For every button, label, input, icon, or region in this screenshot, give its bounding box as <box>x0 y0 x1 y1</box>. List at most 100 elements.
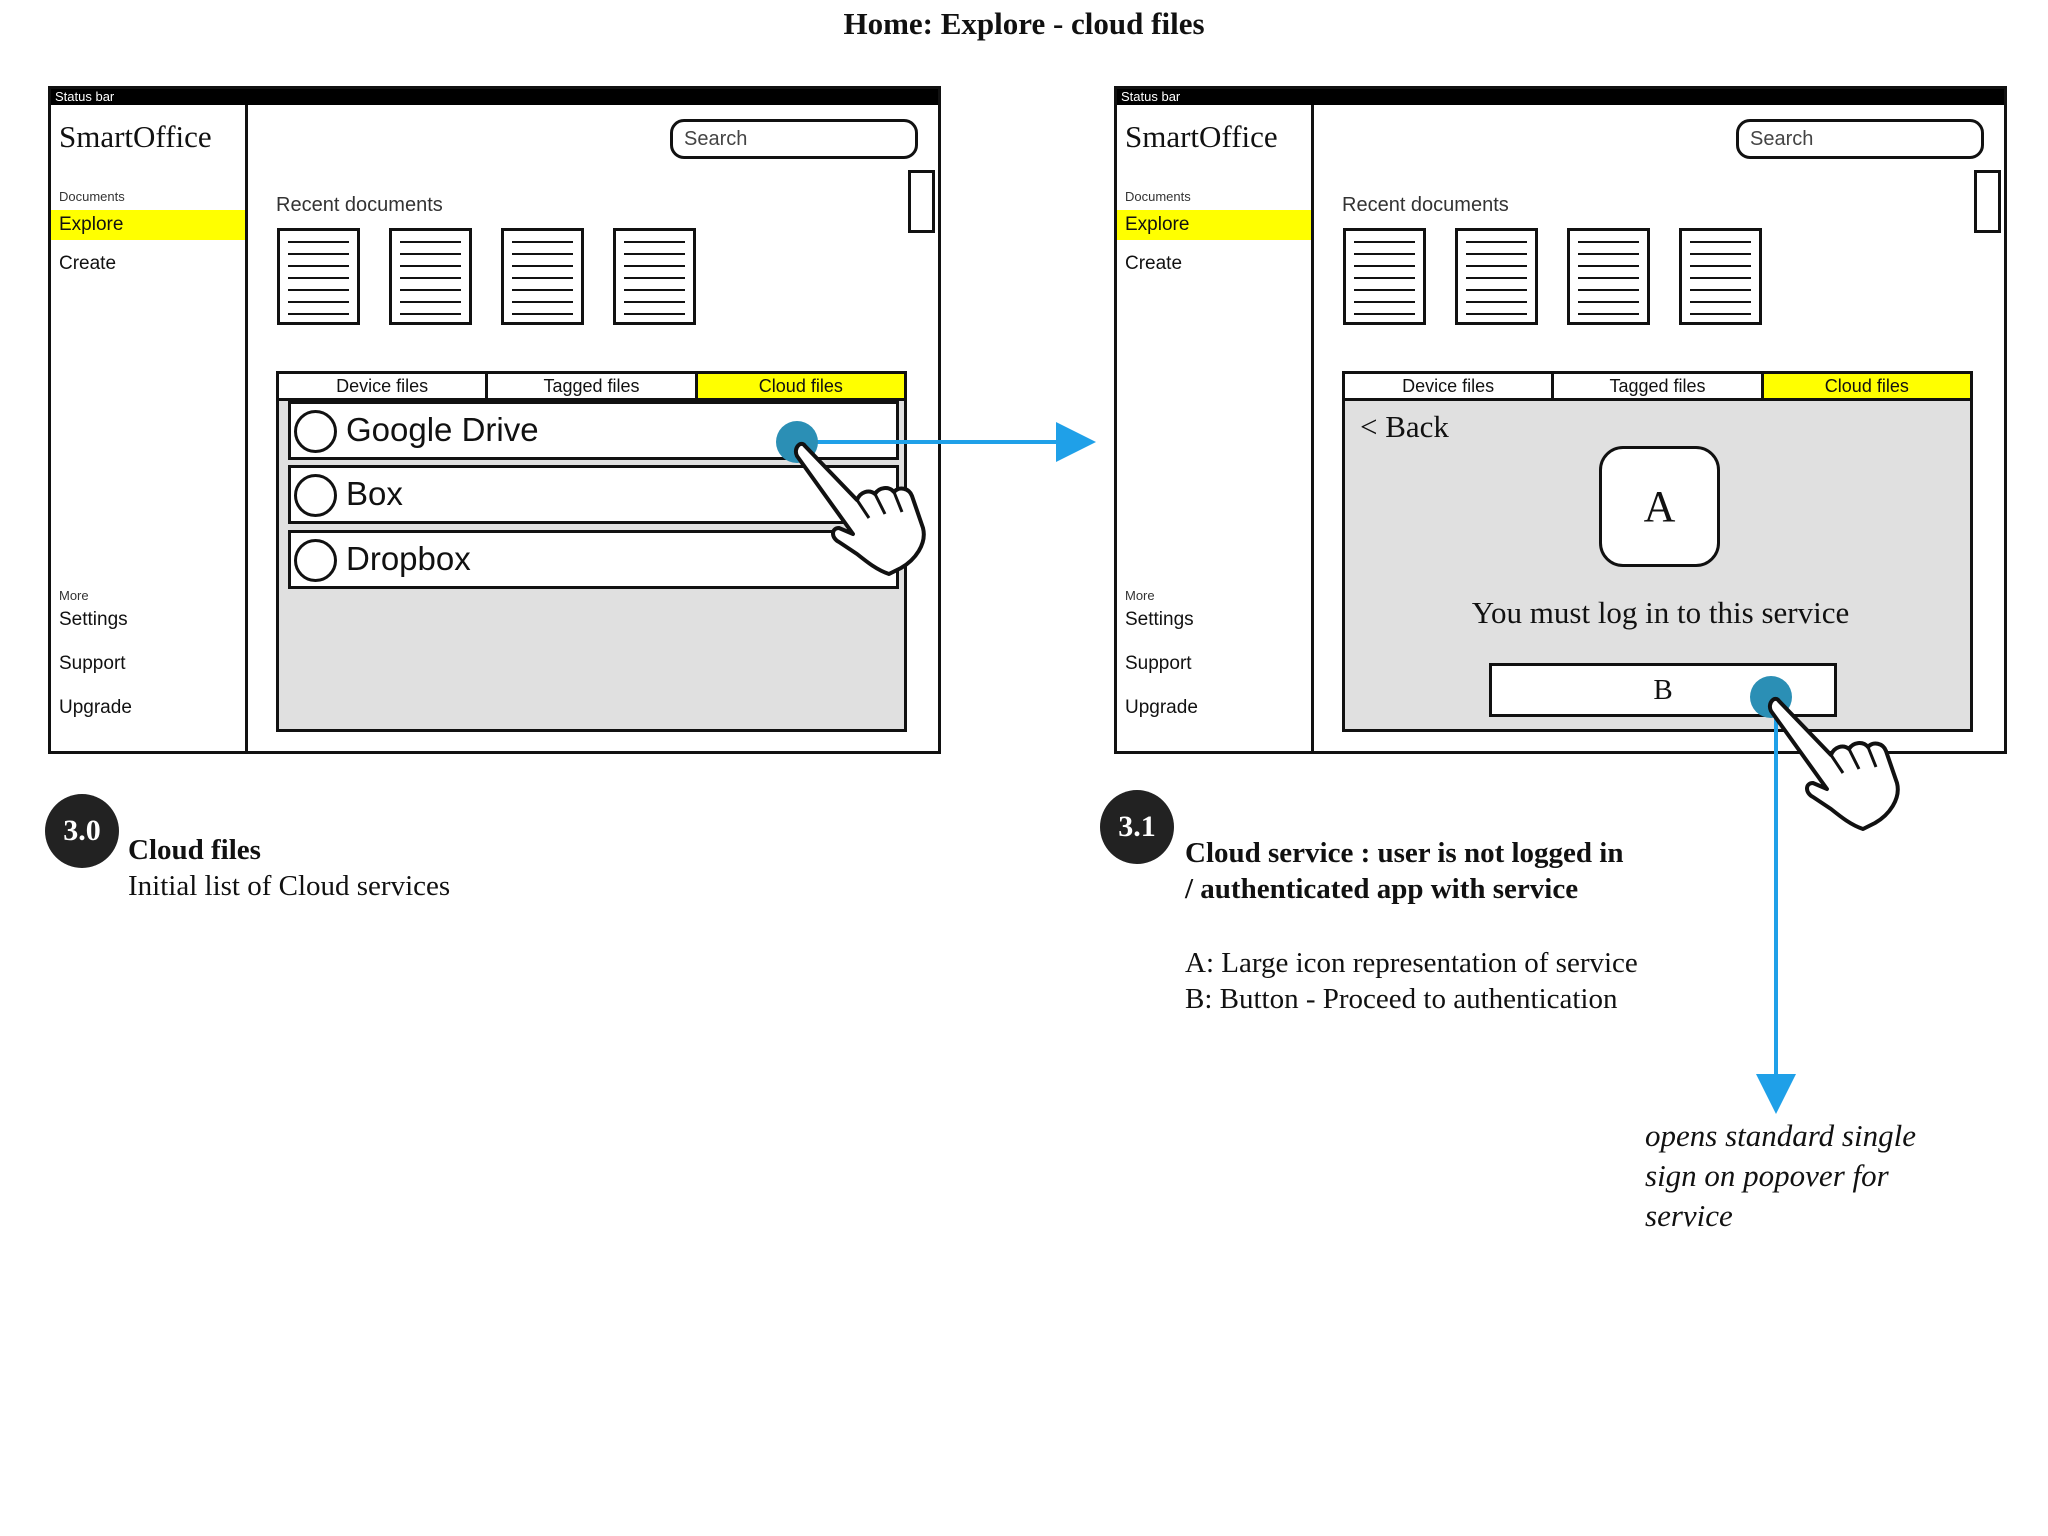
sidebar-item-create[interactable]: Create <box>59 253 117 274</box>
step-badge: 3.1 <box>1100 790 1174 864</box>
service-large-icon: A <box>1599 446 1720 567</box>
back-link[interactable]: < Back <box>1360 409 1449 444</box>
document-line <box>400 277 461 279</box>
document-line <box>288 253 349 255</box>
tab-cloud-files[interactable]: Cloud files <box>1763 374 1970 398</box>
recent-documents-label: Recent documents <box>276 194 443 216</box>
app-title: SmartOffice <box>59 119 212 154</box>
document-line <box>400 253 461 255</box>
app-title: SmartOffice <box>1125 119 1278 154</box>
service-label: Box <box>346 475 403 512</box>
document-line <box>512 253 573 255</box>
sidebar-item-upgrade[interactable]: Upgrade <box>1125 697 1198 718</box>
document-line <box>1354 277 1415 279</box>
document-line <box>512 265 573 267</box>
flow-note: opens standard single <box>1645 1118 1916 1153</box>
radio-icon <box>294 410 337 453</box>
search-input[interactable]: Search <box>670 119 918 159</box>
document-line <box>624 313 685 315</box>
document-line <box>1466 241 1527 243</box>
service-row-box[interactable]: Box <box>288 465 899 524</box>
tab-tagged-files[interactable]: Tagged files <box>1554 374 1764 398</box>
document-line <box>288 289 349 291</box>
document-line <box>1690 265 1751 267</box>
document-line <box>288 265 349 267</box>
sidebar: SmartOffice Documents Explore Create Mor… <box>51 105 248 751</box>
sidebar-item-settings[interactable]: Settings <box>1125 609 1194 630</box>
service-label: Dropbox <box>346 540 471 577</box>
document-line <box>624 253 685 255</box>
sidebar-item-explore[interactable]: Explore <box>1117 210 1311 240</box>
sidebar-item-support[interactable]: Support <box>1125 653 1192 674</box>
sidebar-item-support[interactable]: Support <box>59 653 126 674</box>
scrollbar-thumb[interactable] <box>1974 170 2001 233</box>
recent-document-thumbnail[interactable] <box>501 228 584 325</box>
caption-text: Initial list of Cloud services <box>128 870 451 902</box>
document-line <box>1466 301 1527 303</box>
status-bar: Status bar <box>51 89 938 105</box>
section-documents-label: Documents <box>1125 189 1191 204</box>
recent-document-thumbnail[interactable] <box>1343 228 1426 325</box>
document-line <box>1466 277 1527 279</box>
file-tabs: Device files Tagged files Cloud files <box>276 371 907 401</box>
tab-device-files[interactable]: Device files <box>1345 374 1555 398</box>
document-line <box>1690 289 1751 291</box>
service-row-dropbox[interactable]: Dropbox <box>288 530 899 589</box>
tab-device-files[interactable]: Device files <box>279 374 489 398</box>
document-line <box>624 265 685 267</box>
section-more-label: More <box>1125 588 1155 603</box>
sidebar-item-explore[interactable]: Explore <box>51 210 245 240</box>
document-line <box>1466 289 1527 291</box>
document-line <box>288 301 349 303</box>
document-line <box>624 277 685 279</box>
recent-documents-label: Recent documents <box>1342 194 1509 216</box>
document-line <box>512 241 573 243</box>
sidebar: SmartOffice Documents Explore Create Mor… <box>1117 105 1314 751</box>
document-line <box>400 265 461 267</box>
document-line <box>1690 301 1751 303</box>
scrollbar-thumb[interactable] <box>908 170 935 233</box>
flow-note: service <box>1645 1198 1733 1233</box>
caption-title: Cloud files <box>128 834 261 866</box>
recent-document-thumbnail[interactable] <box>389 228 472 325</box>
sidebar-item-create[interactable]: Create <box>1125 253 1183 274</box>
recent-document-thumbnail[interactable] <box>1455 228 1538 325</box>
document-line <box>1354 289 1415 291</box>
recent-document-thumbnail[interactable] <box>1679 228 1762 325</box>
document-line <box>288 241 349 243</box>
section-more-label: More <box>59 588 89 603</box>
document-line <box>512 313 573 315</box>
document-line <box>1466 313 1527 315</box>
document-line <box>1578 277 1639 279</box>
document-line <box>512 277 573 279</box>
document-line <box>400 313 461 315</box>
document-line <box>1690 313 1751 315</box>
tab-tagged-files[interactable]: Tagged files <box>488 374 698 398</box>
recent-document-thumbnail[interactable] <box>613 228 696 325</box>
document-line <box>400 289 461 291</box>
pointing-hand-icon <box>794 441 926 576</box>
sidebar-item-upgrade[interactable]: Upgrade <box>59 697 132 718</box>
document-line <box>1578 253 1639 255</box>
recent-document-thumbnail[interactable] <box>1567 228 1650 325</box>
search-input[interactable]: Search <box>1736 119 1984 159</box>
document-line <box>1578 265 1639 267</box>
page-title: Home: Explore - cloud files <box>843 6 1205 41</box>
screen-3-0: Status bar SmartOffice Documents Explore… <box>48 86 941 754</box>
document-line <box>1354 265 1415 267</box>
sidebar-item-settings[interactable]: Settings <box>59 609 128 630</box>
login-required-message: You must log in to this service <box>1471 595 1850 630</box>
document-line <box>624 301 685 303</box>
document-line <box>1466 253 1527 255</box>
radio-icon <box>294 539 337 582</box>
tab-cloud-files[interactable]: Cloud files <box>697 374 904 398</box>
document-line <box>1578 301 1639 303</box>
recent-document-thumbnail[interactable] <box>277 228 360 325</box>
file-tabs: Device files Tagged files Cloud files <box>1342 371 1973 401</box>
radio-icon <box>294 474 337 517</box>
document-line <box>400 241 461 243</box>
document-line <box>1354 253 1415 255</box>
screen-3-1: Status bar SmartOffice Documents Explore… <box>1114 86 2007 754</box>
document-line <box>1690 277 1751 279</box>
